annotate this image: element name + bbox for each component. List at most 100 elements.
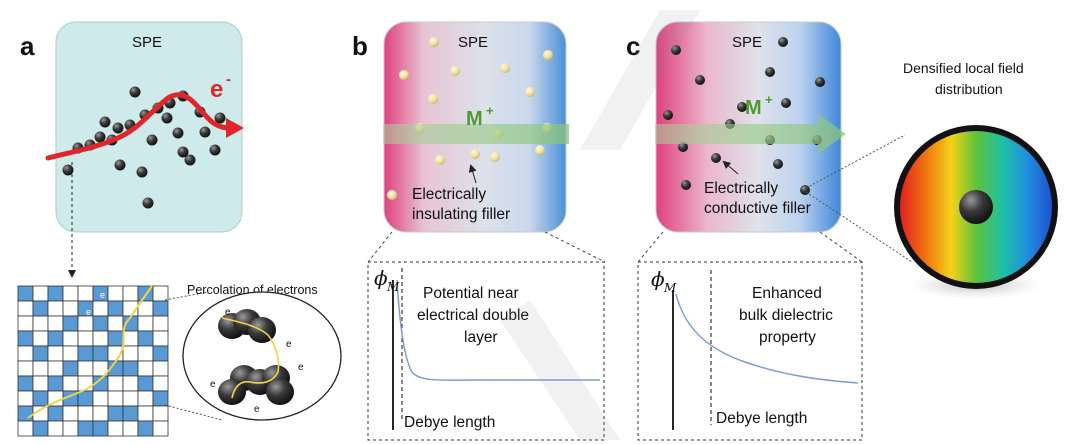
grid-cell — [17, 405, 34, 422]
electron-label: e — [210, 76, 223, 103]
field-title-1: Densified local field — [903, 60, 1024, 76]
grid-cell — [122, 330, 139, 347]
grid-cell — [62, 345, 79, 362]
plot-c-ylabel: ϕ — [651, 267, 665, 291]
grid-cell — [17, 330, 34, 347]
plot-b-text-3: layer — [464, 329, 498, 346]
plot-b-text-2: electrical double — [417, 307, 529, 324]
grid-cell — [137, 405, 154, 422]
grid-cell — [152, 315, 169, 332]
grid-cell — [62, 360, 79, 377]
grid-cell — [152, 375, 169, 392]
grid-cell — [107, 285, 124, 302]
grid-cell — [152, 345, 169, 362]
grid-cell — [47, 420, 64, 437]
field-title-2: distribution — [935, 81, 1003, 97]
grid-cell — [122, 405, 139, 422]
grid-cell — [137, 360, 154, 377]
grid-cell — [17, 390, 34, 407]
grid-cell — [32, 360, 49, 377]
plot-c-text-1: Enhanced — [752, 285, 822, 302]
grid-cell — [137, 390, 154, 407]
grid-cell — [152, 300, 169, 317]
zoom-line-b-left — [367, 231, 393, 263]
grid-cell — [122, 345, 139, 362]
grid-cell — [47, 300, 64, 317]
grid-cell — [17, 285, 34, 302]
filler-label-c-2: conductive filler — [704, 200, 811, 217]
ion-flow-arrow-b — [383, 124, 569, 144]
plot-b-xlabel: Debye length — [404, 414, 495, 431]
grid-cell — [107, 405, 124, 422]
grid-cell — [32, 345, 49, 362]
grid-cell — [77, 330, 94, 347]
grid-cell — [122, 420, 139, 437]
grid-cell — [62, 300, 79, 317]
grid-cell — [62, 285, 79, 302]
cluster-path — [221, 317, 280, 399]
grid-cell — [152, 360, 169, 377]
filler-label-b-1: Electrically — [412, 186, 486, 203]
grid-cell — [137, 315, 154, 332]
plot-c-text-2: bulk dielectric — [739, 307, 833, 324]
grid-cell — [32, 375, 49, 392]
grid-cell — [17, 360, 34, 377]
cluster-electron-5: e — [254, 404, 260, 415]
grid-cell — [152, 390, 169, 407]
electron-arrowhead — [226, 118, 244, 138]
grid-cell — [107, 420, 124, 437]
grid-cell — [152, 285, 169, 302]
grid-cell — [17, 300, 34, 317]
electron-sup: - — [226, 71, 231, 88]
ion-flow-arrow-c — [655, 114, 846, 154]
spe-label-b: SPE — [458, 34, 488, 51]
grid-cell — [77, 405, 94, 422]
percolation-grid — [17, 285, 169, 437]
cluster-electron-1: e — [225, 307, 231, 318]
field-zoom-line-top — [805, 134, 906, 189]
percolation-circle — [182, 291, 342, 421]
cluster-electron-4: e — [210, 379, 216, 390]
grid-cell — [122, 360, 139, 377]
ion-sup-b: + — [486, 103, 494, 118]
grid-cell — [47, 330, 64, 347]
grid-cell — [92, 300, 109, 317]
plot-box-b — [367, 261, 605, 441]
grid-cell — [92, 315, 109, 332]
grid-cell — [32, 330, 49, 347]
grid-cell — [47, 405, 64, 422]
grid-cell — [32, 315, 49, 332]
grid-cell — [122, 285, 139, 302]
plot-b-ylabel-sub: M — [386, 280, 400, 294]
grid-electron-2: e — [100, 290, 105, 300]
grid-cell — [92, 390, 109, 407]
grid-cell — [77, 345, 94, 362]
field-zoom-line-bottom — [805, 191, 913, 263]
grid-cell — [152, 405, 169, 422]
electron-path-arrow — [45, 92, 237, 161]
grid-cell — [77, 315, 94, 332]
plot-c-curve — [675, 293, 859, 384]
zoom-line-c-left — [637, 231, 664, 263]
plot-c-text-3: property — [759, 329, 816, 346]
grid-cell — [137, 375, 154, 392]
grid-electron-1: e — [86, 307, 91, 317]
percolation-path — [27, 285, 153, 419]
grid-cell — [62, 330, 79, 347]
panel-c: c SPE M + Electrically conductive filler — [626, 21, 1058, 441]
grid-cell — [107, 375, 124, 392]
grid-cell — [152, 330, 169, 347]
grid-electron-3: e — [88, 367, 93, 377]
spe-label-a: SPE — [132, 34, 162, 51]
grid-cell — [62, 315, 79, 332]
grid-cell — [137, 330, 154, 347]
grid-cell — [137, 420, 154, 437]
grid-cell — [92, 405, 109, 422]
plot-c-ylabel-sub: M — [663, 281, 677, 295]
filler-label-b-2: insulating filler — [412, 206, 510, 223]
grid-cell — [92, 420, 109, 437]
panel-c-letter: c — [626, 31, 640, 61]
grid-cell — [17, 375, 34, 392]
grid-cell — [17, 420, 34, 437]
